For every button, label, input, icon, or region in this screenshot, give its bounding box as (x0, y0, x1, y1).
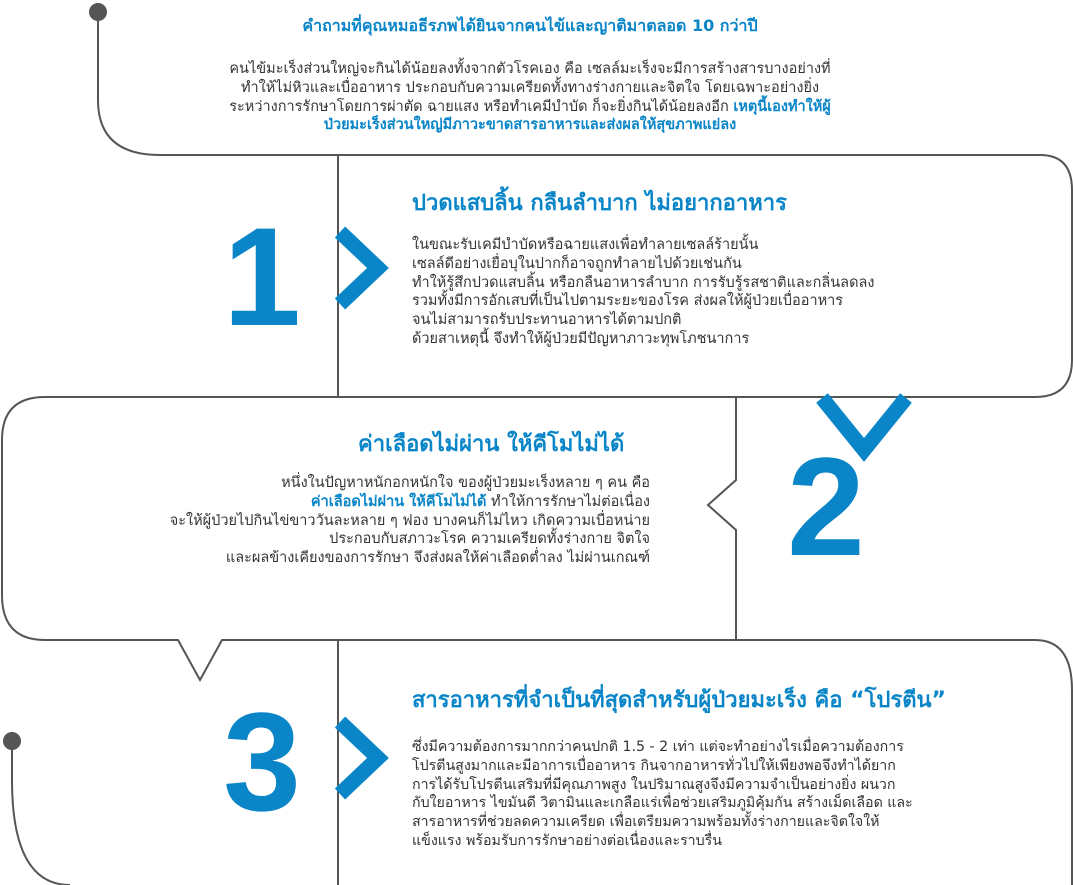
section3-line: การได้รับโปรตีนเสริมที่มีคุณภาพสูง ในปริ… (412, 776, 896, 793)
intro-paragraph: คนไข้มะเร็งส่วนใหญ่จะกินได้น้อยลงทั้งจาก… (150, 60, 910, 135)
intro-highlight: เหตุนี้เองทำให้ผู้ (733, 98, 831, 115)
intro-title: คำถามที่คุณหมอธีรภพได้ยินจากคนไข้และญาติ… (302, 16, 758, 35)
section3-line: กับใยอาหาร ไขมันดี วิตามินและเกลือแร่เพื… (412, 795, 913, 812)
intro-line: คนไข้มะเร็งส่วนใหญ่จะกินได้น้อยลงทั้งจาก… (229, 61, 831, 77)
section3-paragraph: ซึ่งมีความต้องการมากกว่าคนปกติ 1.5 - 2 เ… (412, 738, 913, 851)
section1-line: จนไม่สามารถรับประทานอาหารได้ตามปกติ (412, 312, 682, 329)
section1-line: รวมทั้งมีการอักเสบที่เป็นไปตามระยะของโรค… (412, 293, 844, 310)
intro-line-3: ระหว่างการรักษาโดยการผ่าตัด ฉายแสง หรือท… (150, 98, 910, 117)
section1-line: เซลล์ดีอย่างเยื่อบุในปากก็อาจถูกทำลายไปด… (412, 255, 742, 272)
bottom-connector (11, 741, 71, 885)
section-number-2: 2 (787, 428, 865, 585)
intro-line: ทำให้ไม่หิวและเบื่ออาหาร ประกอบกับความเค… (240, 79, 820, 96)
intro-line-text: ระหว่างการรักษาโดยการผ่าตัด ฉายแสง หรือท… (229, 98, 729, 115)
section1-paragraph: ในขณะรับเคมีบำบัดหรือฉายแสงเพื่อทำลายเซล… (412, 236, 874, 349)
chevron-down-icon (816, 393, 912, 462)
section-number-3: 3 (223, 683, 301, 840)
intro-highlight-line: ป่วยมะเร็งส่วนใหญ่มีภาวะขาดสารอาหารและส่… (323, 117, 737, 134)
section1-line: ด้วยสาเหตุนี้ จึงทำให้ผู้ป่วยมีปัญหาภาวะ… (412, 330, 750, 347)
section2-line-text: ทำให้การรักษาไม่ต่อเนื่อง (486, 493, 650, 510)
section3-heading: สารอาหารที่จำเป็นที่สุดสำหรับผู้ป่วยมะเร… (412, 688, 946, 713)
section2-line: จะให้ผู้ป่วยไปกินไข่ขาววันละหลาย ๆ ฟอง บ… (169, 512, 650, 529)
section2-line: ประกอบกับสภาวะโรค ความเครียดทั้งร่างกาย … (329, 531, 650, 548)
section3-line: สารอาหารที่ช่วยลดความเครียด เพื่อเตรียมค… (412, 814, 880, 831)
chevron-right-icon (334, 716, 389, 800)
section2-paragraph: หนึ่งในปัญหาหนักอกหนักใจ ของผู้ป่วยมะเร็… (60, 474, 650, 568)
section2-line: หนึ่งในปัญหาหนักอกหนักใจ ของผู้ป่วยมะเร็… (281, 475, 650, 491)
section-number-1: 1 (223, 198, 301, 355)
section3-line: ซึ่งมีความต้องการมากกว่าคนปกติ 1.5 - 2 เ… (412, 739, 904, 755)
section2-line: และผลข้างเคียงของการรักษา จึงส่งผลให้ค่า… (225, 550, 650, 567)
section1-heading: ปวดแสบลิ้น กลืนลำบาก ไม่อยากอาหาร (412, 191, 787, 216)
section3-line: แข็งแรง พร้อมรับการรักษาอย่างต่อเนื่องแล… (412, 832, 722, 849)
chevron-right-icon (334, 226, 389, 310)
section2-line-2: ค่าเลือดไม่ผ่าน ให้คีโมไม่ได้ ทำให้การรั… (60, 493, 650, 512)
section2-heading: ค่าเลือดไม่ผ่าน ให้คีโมไม่ได้ (358, 432, 625, 457)
divider-2 (706, 397, 737, 640)
section1-line: ในขณะรับเคมีบำบัดหรือฉายแสงเพื่อทำลายเซล… (412, 237, 759, 253)
section3-line: โปรตีนสูงมากและมีอาการเบื่ออาหาร กินจากอ… (412, 757, 896, 774)
outline-path (0, 12, 1073, 885)
section1-line: ทำให้รู้สึกปวดแสบลิ้น หรือกลืนอาหารลำบาก… (412, 274, 875, 291)
section2-highlight: ค่าเลือดไม่ผ่าน ให้คีโมไม่ได้ (310, 493, 487, 510)
